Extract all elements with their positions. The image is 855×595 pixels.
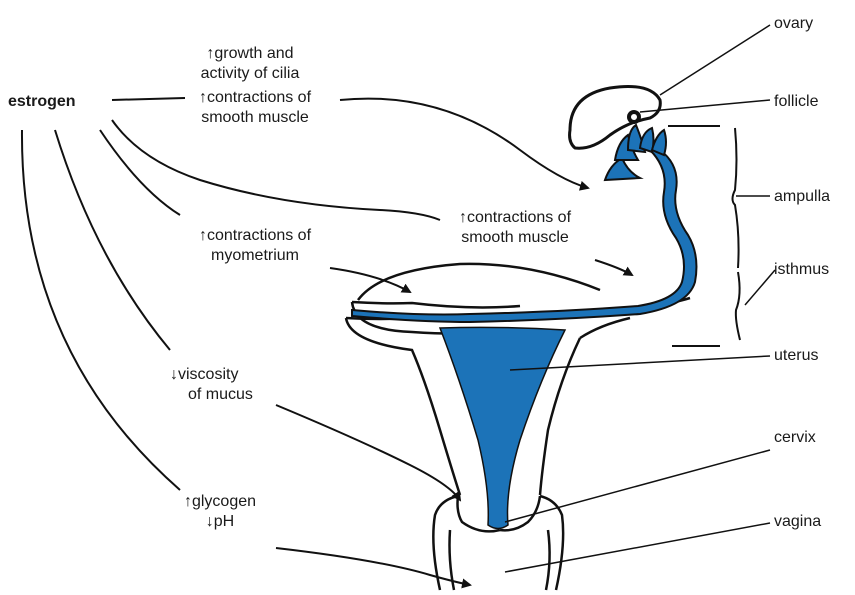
tube-muscle-effect-line-1: ↑contractions of — [175, 88, 335, 108]
tube-muscle-effect-line-2: smooth muscle — [175, 108, 335, 128]
uterus-label: uterus — [774, 346, 818, 366]
isthmus-label: isthmus — [774, 260, 829, 280]
mucus-effect: ↓viscosity of mucus — [170, 365, 253, 405]
myometrium-effect-line-1: ↑contractions of — [175, 226, 335, 246]
cilia-effect-line-1: ↑growth and — [175, 44, 325, 64]
myometrium-effect: ↑contractions of myometrium — [175, 226, 335, 266]
tube-muscle-2-line-1: ↑contractions of — [435, 208, 595, 228]
mucus-effect-line-1: ↓viscosity — [170, 365, 253, 385]
tube-muscle-effect: ↑contractions of smooth muscle — [175, 88, 335, 128]
tube-muscle-2-line-2: smooth muscle — [435, 228, 595, 248]
cilia-effect-line-2: activity of cilia — [175, 64, 325, 84]
vagina-effect-line-1: ↑glycogen — [170, 492, 270, 512]
vagina-effect: ↑glycogen ↓pH — [170, 492, 270, 532]
follicle-label: follicle — [774, 92, 818, 112]
mucus-effect-line-2: of mucus — [170, 385, 253, 405]
cilia-effect: ↑growth and activity of cilia — [175, 44, 325, 84]
tube-muscle-effect-2: ↑contractions of smooth muscle — [435, 208, 595, 248]
cervix-label: cervix — [774, 428, 816, 448]
vagina-label: vagina — [774, 512, 821, 532]
myometrium-effect-line-2: myometrium — [175, 246, 335, 266]
ampulla-label: ampulla — [774, 187, 830, 207]
vagina-effect-line-2: ↓pH — [170, 512, 270, 532]
estrogen-label: estrogen — [8, 92, 76, 112]
ovary-label: ovary — [774, 14, 813, 34]
